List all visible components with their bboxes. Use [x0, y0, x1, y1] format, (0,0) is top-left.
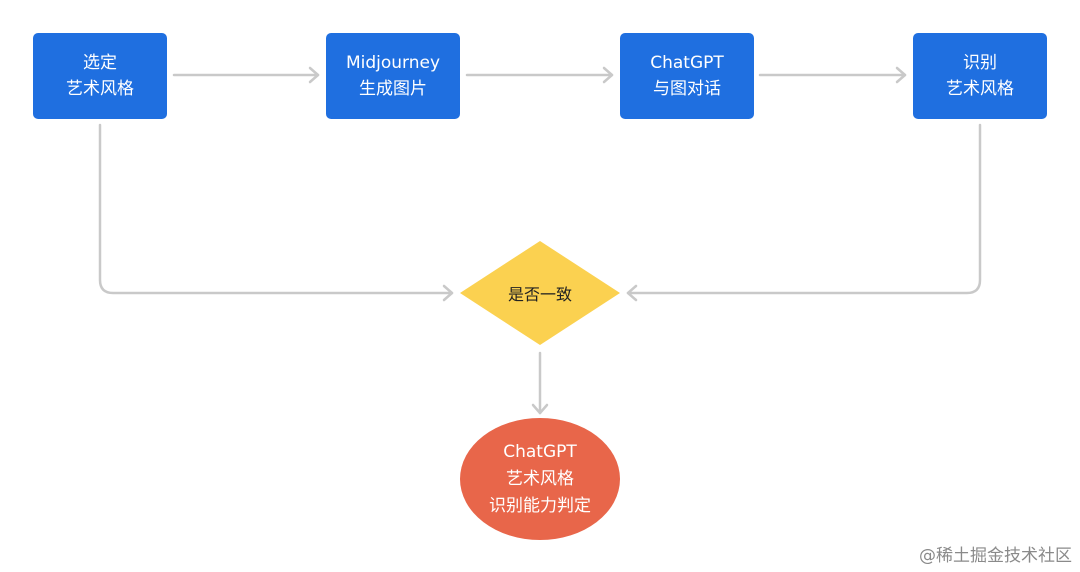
- box-label-line1: ChatGPT: [650, 53, 724, 73]
- result-node: ChatGPT 艺术风格 识别能力判定: [460, 418, 620, 540]
- connector-identify-to-decision: [626, 123, 982, 302]
- connector-decision-to-result: [531, 351, 549, 415]
- decision-label: 是否一致: [507, 285, 572, 304]
- box-label-line2: 艺术风格: [946, 79, 1014, 99]
- process-box-chatgpt-dialog: ChatGPT 与图对话: [620, 33, 754, 119]
- watermark: @稀土掘金技术社区: [919, 546, 1072, 566]
- connector-midjourney-to-chatgpt: [465, 66, 614, 84]
- connector-chatgpt-to-identify: [758, 66, 907, 84]
- process-box-identify-style: 识别 艺术风格: [913, 33, 1047, 119]
- box-label-line2: 艺术风格: [66, 79, 134, 99]
- result-label-line2: 艺术风格: [506, 468, 574, 489]
- box-label-line1: 识别: [963, 53, 997, 73]
- connector-select-to-midjourney: [172, 66, 320, 84]
- decision-diamond: [460, 241, 620, 345]
- box-label-line2: 生成图片: [359, 79, 427, 99]
- box-label-line1: 选定: [83, 53, 117, 73]
- result-label-line1: ChatGPT: [503, 441, 577, 462]
- box-label-line1: Midjourney: [345, 53, 441, 73]
- result-label-line3: 识别能力判定: [489, 495, 591, 516]
- process-box-midjourney: Midjourney 生成图片: [326, 33, 460, 119]
- process-box-select-style: 选定 艺术风格: [33, 33, 167, 119]
- box-label-line2: 与图对话: [653, 79, 721, 99]
- connector-select-to-decision: [98, 123, 454, 302]
